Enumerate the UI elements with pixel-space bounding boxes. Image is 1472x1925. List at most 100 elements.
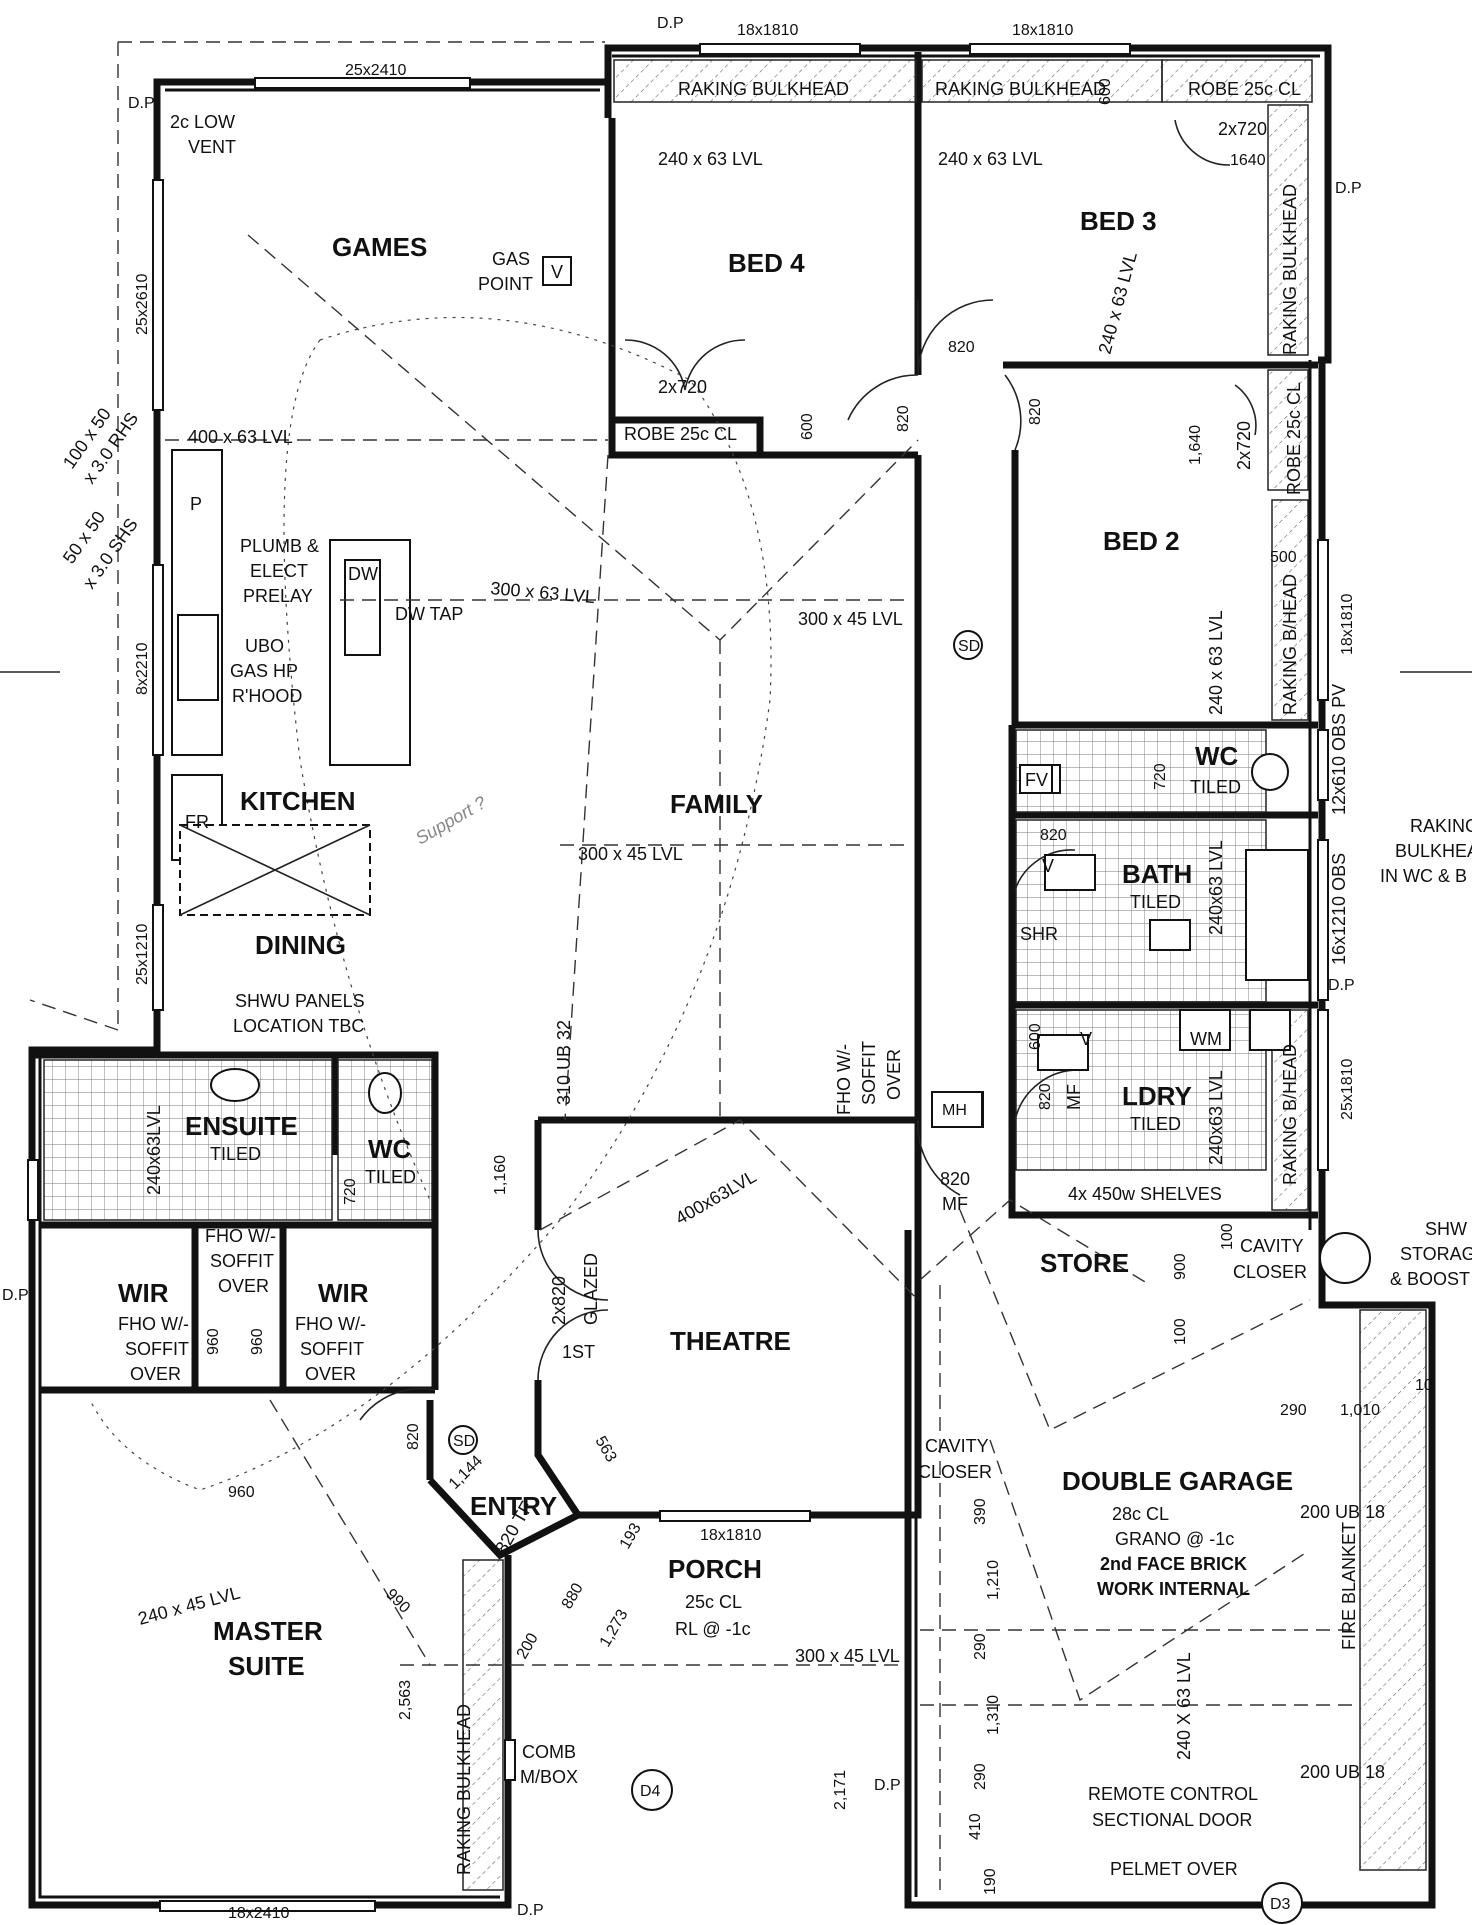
fho-wir-left-2: SOFFIT — [125, 1339, 189, 1359]
lvl-porch: 300 x 45 LVL — [795, 1646, 900, 1666]
room-entry: ENTRY — [470, 1491, 557, 1521]
lvl-games: 400 x 63 LVL — [188, 427, 293, 447]
lvl-kitchen: 300 x 63 LVL — [490, 578, 596, 607]
interior-walls — [32, 52, 1318, 1560]
dim-193: 193 — [617, 1520, 645, 1552]
dim-563: 563 — [592, 1434, 620, 1466]
dim-600-bed4: 600 — [799, 413, 816, 440]
room-ensuite-wc: WC — [368, 1134, 412, 1164]
fho-wir-right-1: FHO W/- — [295, 1314, 366, 1334]
room-ensuite: ENSUITE — [185, 1111, 298, 1141]
lvl-bath: 240x63 LVL — [1206, 840, 1226, 935]
room-bed3: BED 3 — [1080, 206, 1157, 236]
garage-brick: 2nd FACE BRICK — [1100, 1554, 1247, 1574]
dim-820-master: 820 — [405, 1423, 422, 1450]
dim-1210: 1,210 — [985, 1560, 1002, 1600]
fho-wir-left-1: FHO W/- — [118, 1314, 189, 1334]
win-left-3: 25x1210 — [134, 924, 151, 985]
dim-1160: 1,160 — [492, 1155, 509, 1195]
win-left-1: 25x2610 — [134, 274, 151, 335]
fho-wir-right-2: SOFFIT — [300, 1339, 364, 1359]
door-bed3-robe: 2x720 — [1218, 119, 1267, 139]
eaves-outline — [29, 41, 605, 1031]
raking-bulkhead-bed3: RAKING BULKHEAD — [1280, 184, 1300, 355]
porch-rl: RL @ -1c — [675, 1619, 751, 1639]
wm-label: WM — [1190, 1029, 1222, 1049]
smoke-detector-2: SD — [453, 1433, 475, 1450]
lvl-bed4: 240 x 63 LVL — [658, 149, 763, 169]
raking-wc-1: RAKING — [1410, 816, 1472, 836]
garage-ceiling: 28c CL — [1112, 1504, 1169, 1524]
shwu-1: SHWU PANELS — [235, 991, 365, 1011]
dp-right-1: D.P — [1335, 180, 1362, 197]
wc-tiled: TILED — [1190, 777, 1241, 797]
dp-top: D.P — [657, 15, 684, 32]
pelmet: PELMET OVER — [1110, 1859, 1238, 1879]
raking-bulkheads — [462, 59, 1427, 1891]
lvl-garage: 240 X 63 LVL — [1174, 1652, 1194, 1760]
dim-820-bed4: 820 — [895, 405, 912, 432]
dim-10: 10 — [1415, 1377, 1433, 1394]
theatre-door-glazed: GLAZED — [581, 1253, 601, 1325]
room-theatre: THEATRE — [670, 1326, 791, 1356]
lvl-bed3-diag: 240 x 63 LVL — [1095, 250, 1141, 356]
dim-600-ldry: 600 — [1027, 1023, 1044, 1050]
ensuite-wc-tiled: TILED — [365, 1167, 416, 1187]
room-garage: DOUBLE GARAGE — [1062, 1466, 1293, 1496]
dp-garage: D.P — [874, 1777, 901, 1794]
shw-1: SHW — [1425, 1219, 1467, 1239]
obs-bath-window: 16x1210 OBS — [1329, 853, 1349, 965]
raking-bulkhead-label-1: RAKING BULKHEAD — [678, 79, 849, 99]
dim-2171: 2,171 — [832, 1770, 849, 1810]
fho-family-3: OVER — [884, 1049, 904, 1100]
vent-2: VENT — [188, 137, 236, 157]
dim-290-garage-1: 290 — [972, 1633, 989, 1660]
dim-820-bath: 820 — [1040, 827, 1067, 844]
room-kitchen: KITCHEN — [240, 786, 356, 816]
room-family: FAMILY — [670, 789, 763, 819]
ub-garage-2: 200 UB 18 — [1300, 1762, 1385, 1782]
win-top-1: 18x1810 — [737, 22, 798, 39]
dim-2563: 2,563 — [397, 1680, 414, 1720]
theatre-door-1st: 1ST — [562, 1342, 595, 1362]
dim-410: 410 — [967, 1813, 984, 1840]
ubo-2: GAS HP — [230, 661, 298, 681]
cavity-2a: CAVITY — [925, 1436, 989, 1456]
room-master-1: MASTER — [213, 1616, 323, 1646]
fho-family-1: FHO W/- — [834, 1044, 854, 1115]
comb-2: M/BOX — [520, 1767, 578, 1787]
dw-tap: DW TAP — [395, 604, 463, 624]
manhole-label: MH — [942, 1102, 967, 1119]
win-porch: 18x1810 — [700, 1527, 761, 1544]
gas-v: V — [551, 262, 563, 282]
win-top-2: 18x1810 — [1012, 22, 1073, 39]
gas-point-1: GAS — [492, 249, 530, 269]
dim-190: 190 — [982, 1868, 999, 1895]
fire-blanket: FIRE BLANKET — [1339, 1522, 1359, 1650]
cavity-1b: CLOSER — [1233, 1262, 1307, 1282]
room-games: GAMES — [332, 232, 427, 262]
plumb-1: PLUMB & — [240, 536, 319, 556]
support-note: Support ? — [412, 792, 490, 848]
shwu-2: LOCATION TBC — [233, 1016, 364, 1036]
dim-1144: 1,144 — [446, 1452, 486, 1492]
fixtures — [171, 449, 1371, 1781]
lvl-bed3: 240 x 63 LVL — [938, 149, 1043, 169]
fho-wir-mid-3: OVER — [218, 1276, 269, 1296]
cavity-2b: CLOSER — [918, 1462, 992, 1482]
fho-wir-mid-2: SOFFIT — [210, 1251, 274, 1271]
dim-880: 880 — [559, 1580, 587, 1612]
lvl-ensuite: 240x63LVL — [144, 1105, 164, 1195]
dim-290-garage-2: 290 — [972, 1763, 989, 1790]
dim-820-hall: 820 — [948, 339, 975, 356]
win-left-2: 8x2210 — [134, 642, 151, 695]
room-bath: BATH — [1122, 859, 1192, 889]
dp-wir: D.P — [2, 1287, 29, 1304]
cavity-1a: CAVITY — [1240, 1236, 1304, 1256]
win-bottom: 18x2410 — [228, 1905, 289, 1922]
robe-bed2: ROBE 25c CL — [1284, 382, 1304, 495]
plumb-3: PRELAY — [243, 586, 313, 606]
raking-wc-2: BULKHEA — [1395, 841, 1472, 861]
win-right-2: 25x1810 — [1339, 1059, 1356, 1120]
